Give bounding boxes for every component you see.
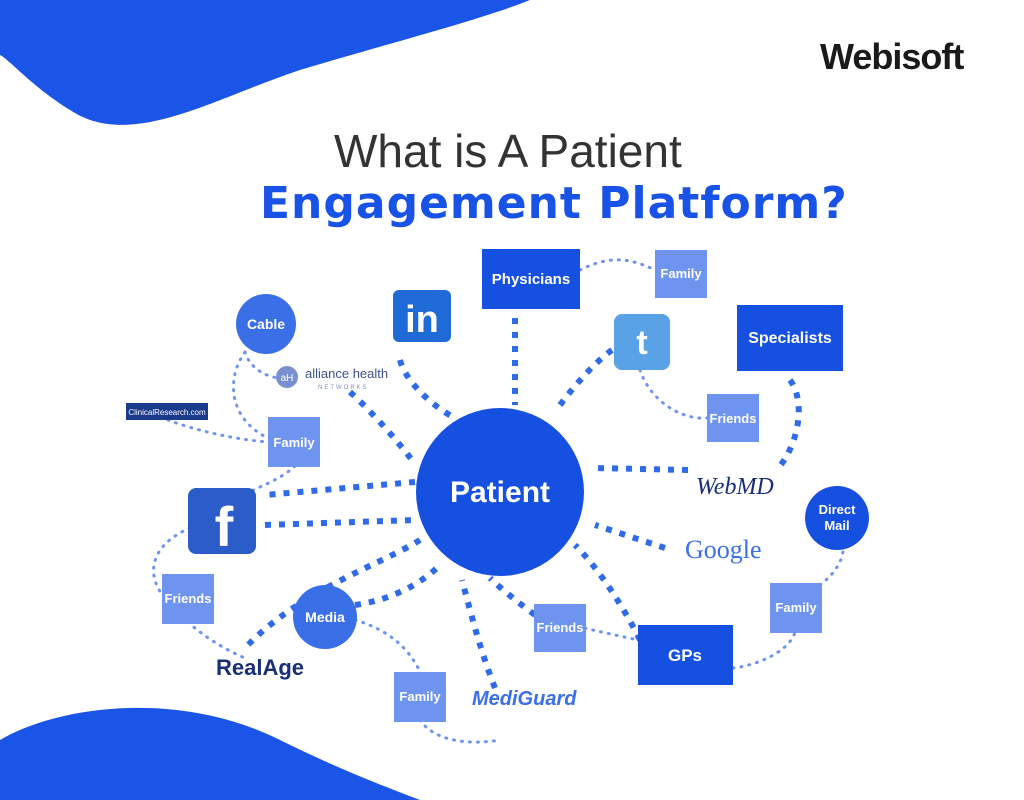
connector-family-facebook [248, 464, 297, 494]
friends-right-box [707, 394, 759, 442]
connector-twitter-friends [638, 368, 709, 420]
family-bottom-label: Family [399, 689, 441, 704]
family-top-box [655, 250, 707, 298]
connector-media-family [353, 618, 422, 674]
connector-clinical-family [166, 418, 270, 444]
friends-right-label: Friends [710, 411, 757, 426]
cable-label: Cable [247, 316, 285, 332]
family-right-label: Family [775, 600, 817, 615]
friends-left-box [162, 574, 214, 624]
family-left-box [268, 417, 320, 467]
patient-node [416, 408, 584, 576]
physicians-box [482, 249, 580, 309]
arrow-connectors [242, 318, 802, 690]
webisoft-logo: Webisoft [820, 36, 964, 77]
top-wave [0, 0, 530, 125]
arrow-twitter-patient [557, 347, 614, 407]
arrow-patient-realage [242, 537, 422, 651]
media-label: Media [305, 609, 345, 625]
connector-family-mediguard [418, 718, 502, 744]
direct-mail-node [805, 486, 869, 550]
family-right-box [770, 583, 822, 633]
connector-family-directmail [818, 536, 845, 587]
arrow-media-patient [354, 562, 443, 608]
arrow-facebook-patient [264, 517, 416, 528]
specialists-label: Specialists [748, 330, 832, 347]
specialists-box [737, 305, 843, 371]
connector-gps-family [731, 630, 797, 670]
arrow-alliance-patient [347, 389, 415, 462]
arrow-specialists-webmd [777, 378, 802, 468]
twitter-bird-icon: t [636, 324, 647, 362]
arrow-webmd-patient [594, 465, 689, 473]
facebook-icon-text: f [215, 495, 234, 558]
linkedin-icon-text: in [405, 299, 439, 341]
family-bottom-box [394, 672, 446, 722]
friends-bottom-label: Friends [537, 620, 584, 635]
linkedin-logo [393, 290, 451, 342]
arrow-linkedin-patient [397, 359, 457, 421]
gps-label: GPs [668, 646, 702, 665]
svg-text:aH: aH [281, 373, 294, 384]
google-logo: Google [685, 535, 762, 564]
clinical-research-logo: ClinicalResearch.com [126, 403, 208, 420]
direct-mail-label-1: Direct [819, 502, 857, 517]
connector-physicians-family [578, 258, 657, 272]
twitter-logo: t [614, 314, 670, 370]
mediguard-logo: MediGuard [472, 688, 577, 710]
family-top-label: Family [660, 266, 702, 281]
alliance-health-logo: aH alliance health NETWORKS [276, 366, 388, 391]
bottom-wave [0, 707, 420, 800]
dotted-connectors [152, 258, 845, 744]
webmd-logo: WebMD [696, 474, 774, 500]
realage-logo: RealAge [216, 655, 304, 680]
cable-node [236, 294, 296, 354]
svg-text:NETWORKS: NETWORKS [318, 385, 369, 391]
arrow-mediguard-patient [459, 579, 498, 690]
title-line-2: Engagement Platform? [260, 178, 848, 229]
gps-box [638, 625, 733, 685]
direct-mail-label-2: Mail [824, 518, 849, 533]
connector-facebook-friends [152, 526, 192, 600]
friends-bottom-box [534, 604, 586, 652]
friends-left-label: Friends [165, 591, 212, 606]
connector-friends-gps [583, 626, 640, 642]
svg-text:ClinicalResearch.com: ClinicalResearch.com [128, 408, 206, 417]
facebook-logo: f [188, 488, 256, 558]
arrow-patient-facebook [264, 479, 416, 498]
connector-cable-alliance [243, 350, 282, 380]
media-node [293, 585, 357, 649]
arrow-friends-patient [487, 575, 537, 618]
arrow-google-patient [594, 522, 666, 551]
patient-label: Patient [450, 476, 550, 509]
physicians-label: Physicians [492, 271, 570, 288]
family-left-label: Family [273, 435, 315, 450]
connector-cable-family [231, 350, 270, 440]
connector-friends-realage [186, 620, 247, 660]
svg-text:alliance health: alliance health [305, 366, 388, 381]
title-line-1: What is A Patient [334, 125, 682, 177]
